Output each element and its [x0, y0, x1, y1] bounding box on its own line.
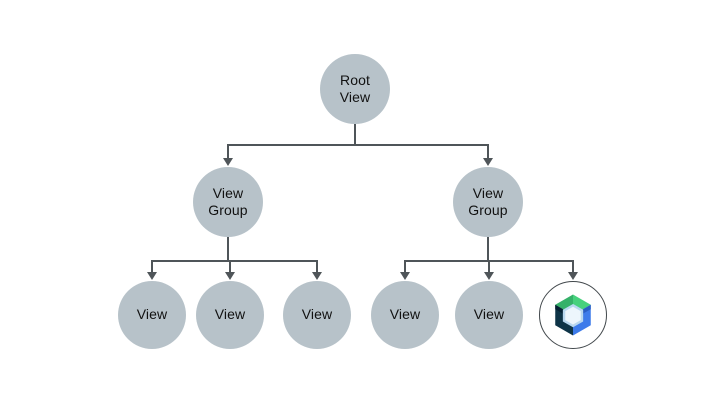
arrowhead — [225, 272, 235, 280]
connector-level1-bus — [227, 144, 489, 159]
node-view-leaf: View — [283, 281, 351, 349]
node-view-group-left: View Group — [193, 167, 263, 237]
node-root-view: Root View — [320, 54, 390, 124]
node-label: View Group — [468, 184, 508, 219]
node-view-leaf: View — [118, 281, 186, 349]
arrowhead — [484, 272, 494, 280]
arrowhead — [483, 158, 493, 166]
arrowhead — [400, 272, 410, 280]
node-label: View — [214, 306, 246, 323]
jetpack-compose-icon — [555, 294, 591, 336]
node-label: Root View — [339, 71, 371, 106]
node-label: View Group — [208, 184, 248, 219]
node-label: View — [389, 306, 421, 323]
connector-left-bus — [151, 260, 318, 272]
node-view-leaf: View — [371, 281, 439, 349]
node-view-leaf: View — [455, 281, 523, 349]
node-jetpack-compose — [539, 281, 607, 349]
node-view-leaf: View — [196, 281, 264, 349]
node-view-group-right: View Group — [453, 167, 523, 237]
node-label: View — [301, 306, 333, 323]
arrowhead — [568, 272, 578, 280]
node-label: View — [473, 306, 505, 323]
arrowhead — [223, 158, 233, 166]
arrowhead — [147, 272, 157, 280]
node-label: View — [136, 306, 168, 323]
arrowhead — [312, 272, 322, 280]
